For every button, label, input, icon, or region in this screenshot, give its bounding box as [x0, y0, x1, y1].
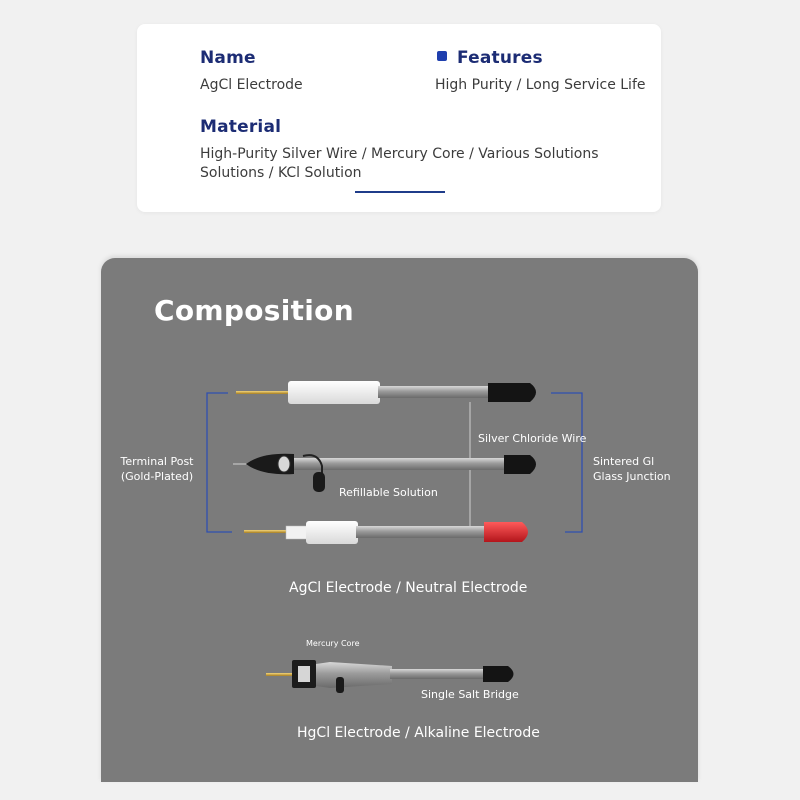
glass-tube — [356, 526, 488, 538]
black-cap — [483, 666, 514, 682]
electrode-bottom — [244, 521, 528, 544]
composition-title: Composition — [154, 294, 354, 327]
electrode-top — [236, 381, 536, 404]
white-sleeve — [306, 521, 358, 544]
refill-stopper — [313, 472, 325, 492]
label-mercury-core: Mercury Core — [306, 639, 360, 648]
sintered-line2: Glass Junction — [593, 470, 671, 483]
right-bracket — [551, 392, 583, 533]
features-bullet-icon — [437, 51, 447, 61]
material-label: Material — [200, 117, 282, 137]
black-cap — [504, 455, 536, 474]
label-silver-chloride-wire: Silver Chloride Wire — [478, 432, 587, 445]
name-label: Name — [200, 48, 256, 68]
red-cap — [484, 522, 528, 542]
left-bracket — [206, 392, 232, 533]
black-cap — [488, 383, 536, 402]
electrode-middle — [233, 453, 536, 492]
material-value-line1: High-Purity Silver Wire / Mercury Core /… — [200, 146, 599, 162]
sintered-line1: Sintered Gl — [593, 455, 655, 468]
label-single-salt-bridge: Single Salt Bridge — [421, 688, 519, 701]
caption-agcl: AgCl Electrode / Neutral Electrode — [289, 580, 528, 596]
composition-panel — [101, 258, 698, 782]
features-value: High Purity / Long Service Life — [435, 77, 646, 93]
terminal-post-line2: (Gold-Plated) — [120, 470, 194, 483]
product-info-card: Name AgCl Electrode Features High Purity… — [137, 24, 661, 212]
glass-tube — [294, 458, 506, 470]
label-refillable-solution: Refillable Solution — [339, 486, 438, 499]
glass-body — [316, 662, 392, 688]
hgcl-electrode — [266, 660, 514, 693]
gold-pin — [244, 530, 288, 533]
terminal-post-line1: Terminal Post — [120, 455, 194, 468]
label-sintered-junction: Sintered Gl Glass Junction — [593, 454, 671, 484]
features-label: Features — [457, 48, 543, 68]
gold-pin — [236, 391, 290, 394]
white-sleeve — [288, 381, 380, 404]
salt-bridge-tube — [390, 669, 486, 679]
label-terminal-post: Terminal Post (Gold-Plated) — [112, 454, 202, 484]
glass-tube — [378, 386, 492, 398]
card-underline — [355, 191, 445, 193]
caption-hgcl: HgCl Electrode / Alkaline Electrode — [297, 725, 540, 741]
material-value-line2: Solutions / KCl Solution — [200, 165, 362, 181]
name-value: AgCl Electrode — [200, 77, 303, 93]
gold-pin — [266, 673, 296, 676]
